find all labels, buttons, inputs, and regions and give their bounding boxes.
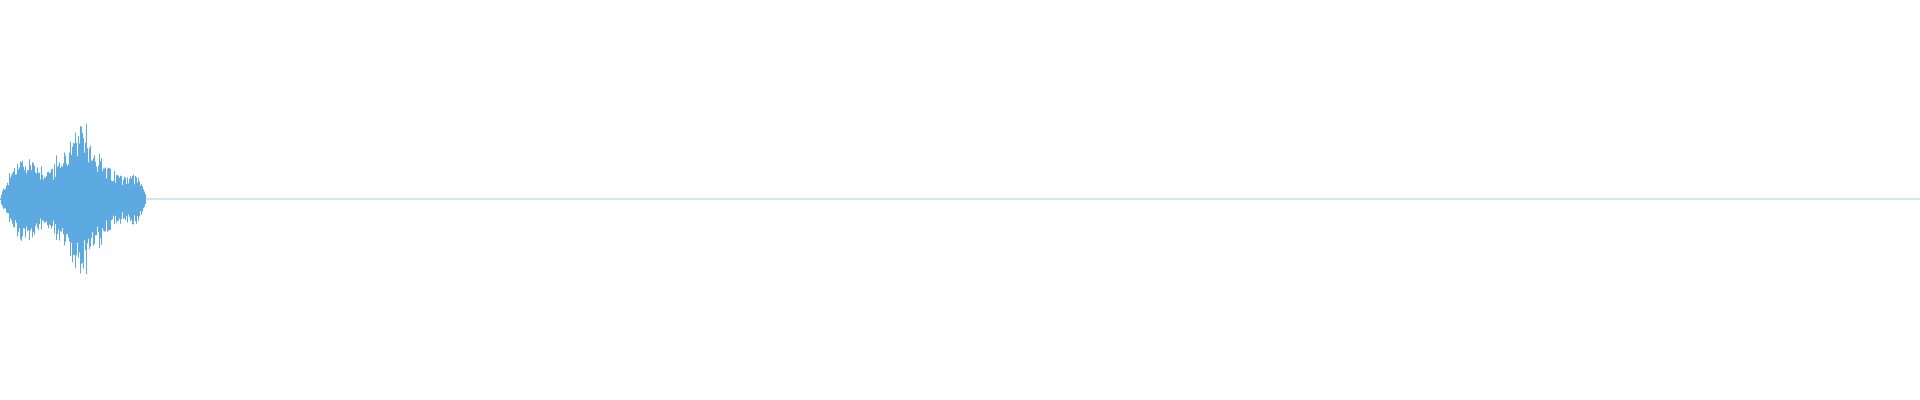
waveform-bars: [0, 123, 146, 274]
waveform-signal: [0, 123, 146, 274]
